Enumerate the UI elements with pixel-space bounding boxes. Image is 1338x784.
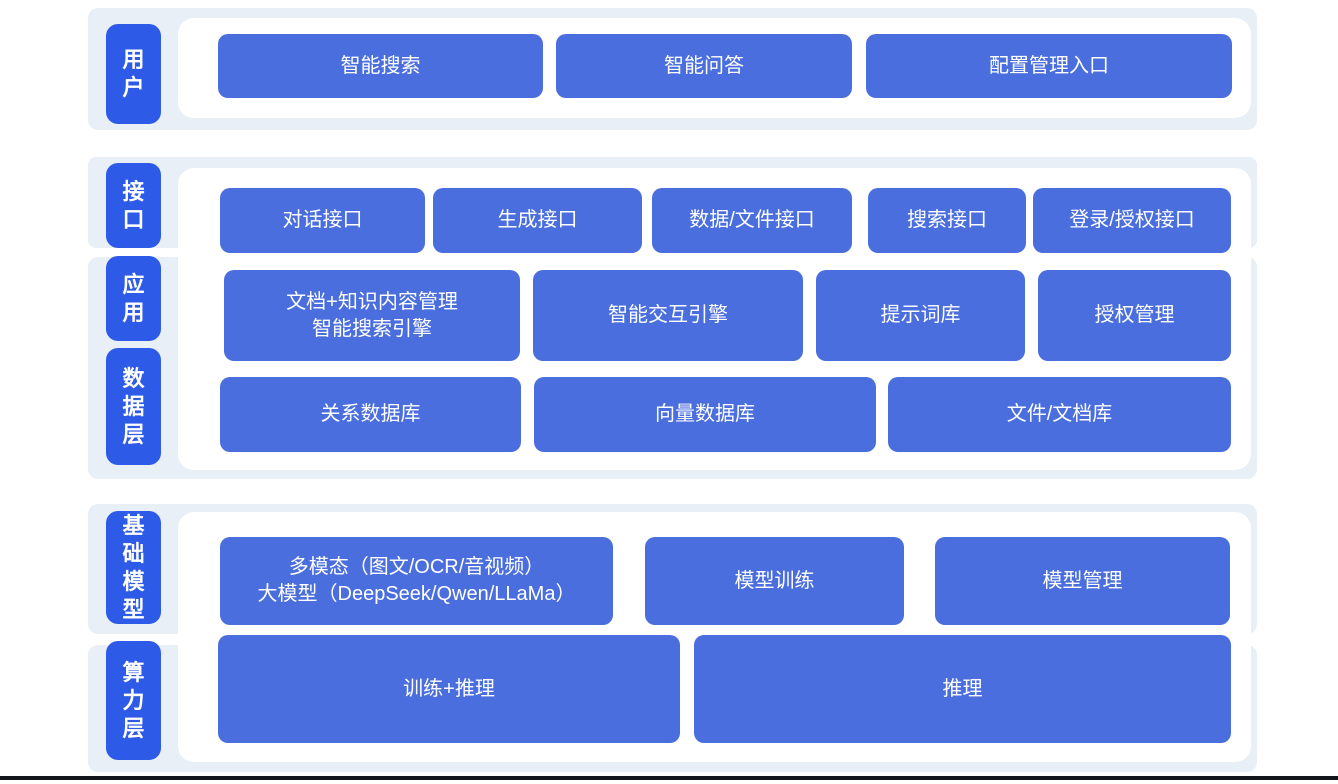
- block-smart-qa: 智能问答: [556, 34, 852, 98]
- layer-label-application: 应用: [106, 256, 161, 341]
- block-smart-search: 智能搜索: [218, 34, 543, 98]
- block-smart-interaction-engine: 智能交互引擎: [533, 270, 803, 361]
- layer-label-interface: 接口: [106, 163, 161, 248]
- block-relational-database: 关系数据库: [220, 377, 521, 452]
- layer-label-data: 数据层: [106, 348, 161, 465]
- block-doc-knowledge-search-engine: 文档+知识内容管理 智能搜索引擎: [224, 270, 520, 361]
- block-file-document-store: 文件/文档库: [888, 377, 1231, 452]
- block-login-auth-api: 登录/授权接口: [1033, 188, 1231, 253]
- block-dialogue-api: 对话接口: [220, 188, 425, 253]
- block-vector-database: 向量数据库: [534, 377, 876, 452]
- block-data-file-api: 数据/文件接口: [652, 188, 852, 253]
- layer-label-compute: 算力层: [106, 641, 161, 760]
- layer-label-foundation-model: 基础模型: [106, 511, 161, 624]
- layer-label-users: 用户: [106, 24, 161, 124]
- block-training-plus-inference: 训练+推理: [218, 635, 680, 743]
- block-multimodal-large-model: 多模态（图文/OCR/音视频） 大模型（DeepSeek/Qwen/LLaMa）: [220, 537, 613, 625]
- block-prompt-library: 提示词库: [816, 270, 1025, 361]
- block-model-training: 模型训练: [645, 537, 904, 625]
- block-config-management-entry: 配置管理入口: [866, 34, 1232, 98]
- block-model-management: 模型管理: [935, 537, 1230, 625]
- bottom-border-line: [0, 776, 1338, 780]
- block-search-api: 搜索接口: [868, 188, 1026, 253]
- block-authorization-management: 授权管理: [1038, 270, 1231, 361]
- block-generation-api: 生成接口: [433, 188, 642, 253]
- block-inference: 推理: [694, 635, 1231, 743]
